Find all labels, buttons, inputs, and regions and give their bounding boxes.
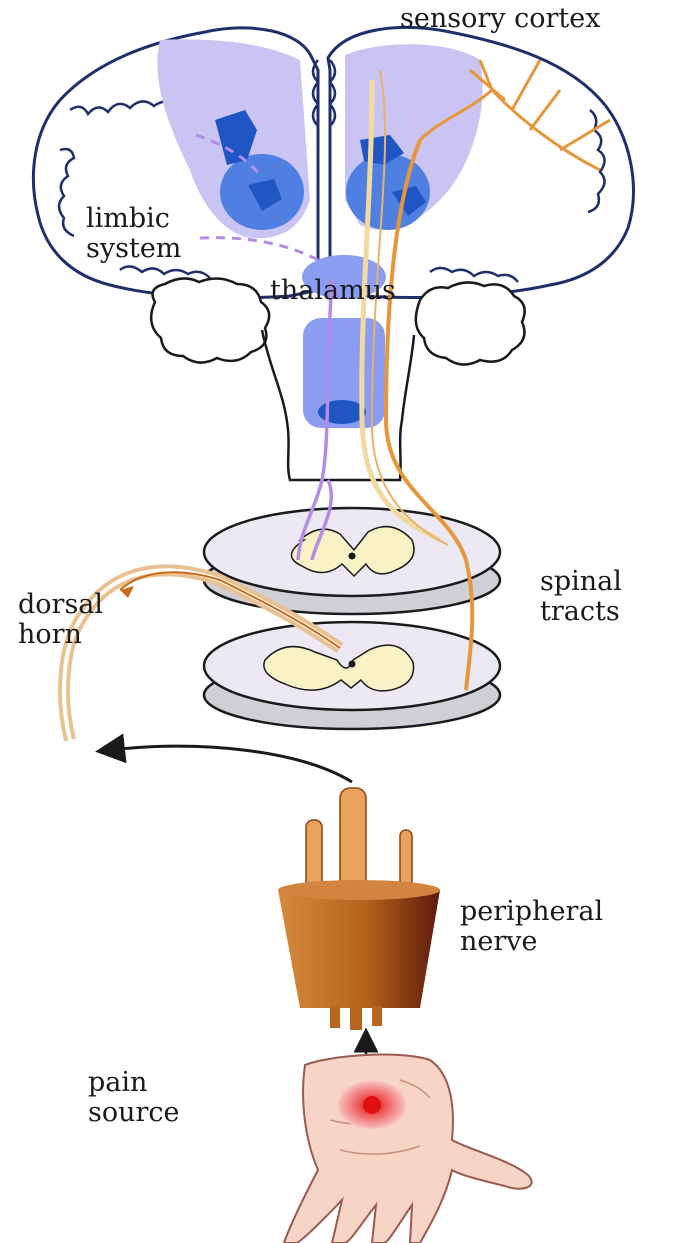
lower-spinal-segment	[204, 622, 500, 729]
label-pain-line1: pain	[88, 1068, 180, 1098]
label-peripheral-line1: peripheral	[460, 897, 603, 927]
left-cerebellum	[151, 278, 269, 362]
label-thalamus: thalamus	[270, 276, 396, 306]
label-peripheral-nerve: peripheral nerve	[460, 897, 603, 957]
label-limbic-system: limbic system	[86, 204, 181, 264]
label-sensory-cortex: sensory cortex	[400, 4, 600, 34]
label-dorsal-line2: horn	[18, 620, 103, 650]
label-limbic-line1: limbic	[86, 204, 181, 234]
label-spinal-line1: spinal	[540, 567, 622, 597]
connector-arrow	[110, 746, 352, 782]
label-spinal-tracts: spinal tracts	[540, 567, 622, 627]
peripheral-nerve	[278, 788, 440, 1030]
label-dorsal-horn: dorsal horn	[18, 590, 103, 650]
label-peripheral-line2: nerve	[460, 927, 603, 957]
right-cerebellum	[416, 282, 525, 364]
label-pain-line2: source	[88, 1098, 180, 1128]
label-spinal-line2: tracts	[540, 597, 622, 627]
label-limbic-line2: system	[86, 234, 181, 264]
medulla-nucleus	[318, 400, 366, 424]
label-pain-source: pain source	[88, 1068, 180, 1128]
label-dorsal-line1: dorsal	[18, 590, 103, 620]
